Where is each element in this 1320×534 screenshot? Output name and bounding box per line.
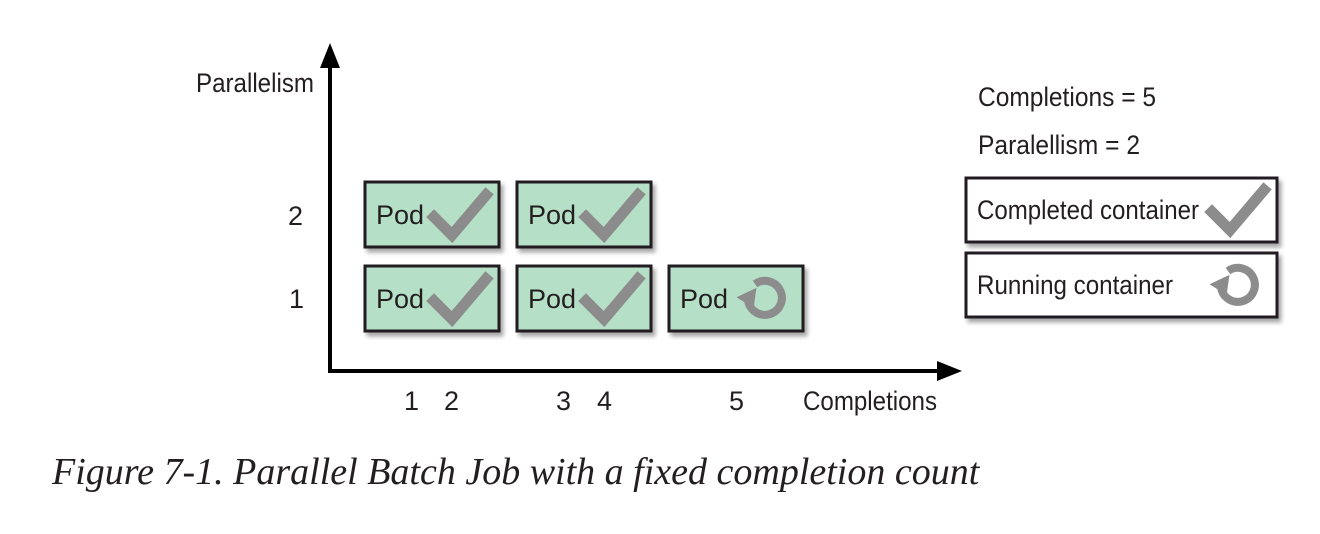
pod-box: Pod [515, 180, 653, 249]
pod-box: Pod [363, 264, 501, 333]
pod-box: Pod [515, 264, 653, 333]
legend-completed-label: Completed container [977, 195, 1199, 225]
pod-box: Pod [363, 180, 501, 249]
completions-info: Completions = 5 [978, 82, 1156, 112]
figure-caption: Figure 7-1. Parallel Batch Job with a fi… [52, 451, 980, 493]
parallelism-info: Paralellism = 2 [978, 130, 1140, 160]
pod-label: Pod [528, 284, 576, 314]
legend-running-label: Running container [977, 270, 1173, 300]
y-axis-title: Parallelism [196, 68, 314, 98]
pod-box: Pod [667, 264, 805, 333]
x-tick-label: 1 [404, 386, 419, 416]
legend-completed: Completed container [964, 176, 1279, 244]
pod-label: Pod [376, 200, 424, 230]
y-tick-label: 2 [288, 201, 303, 231]
x-tick-label: 4 [597, 386, 612, 416]
y-axis [320, 43, 340, 371]
x-axis [328, 361, 962, 381]
x-tick-label: 5 [729, 386, 744, 416]
x-tick-label: 2 [444, 386, 459, 416]
y-tick-label: 1 [289, 284, 304, 314]
pod-label: Pod [528, 200, 576, 230]
x-tick-label: 3 [556, 386, 571, 416]
pod-label: Pod [376, 284, 424, 314]
pod-label: Pod [680, 284, 728, 314]
x-axis-title: Completions [803, 386, 937, 416]
legend-running: Running container [964, 251, 1279, 319]
